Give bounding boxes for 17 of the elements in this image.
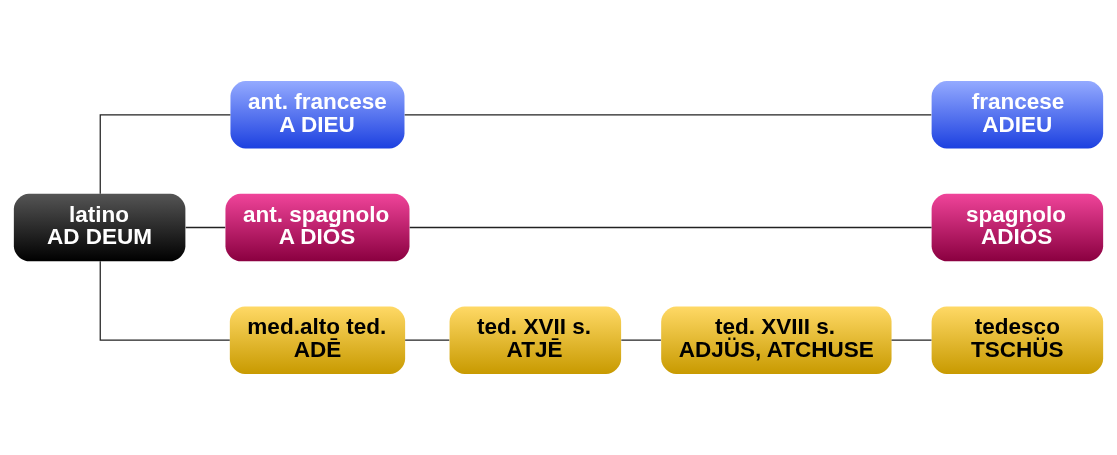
node-box: med.alto ted. ADĒ bbox=[229, 306, 406, 374]
connector bbox=[890, 339, 933, 341]
node-box: ant. francese A DIEU bbox=[230, 81, 405, 149]
node-box: ted. XVIII s. ADJÜS, ATCHUSE bbox=[661, 306, 892, 374]
node-box: spagnolo ADIÓS bbox=[931, 193, 1104, 262]
node-box: francese ADIEU bbox=[931, 81, 1104, 149]
node-box: latino AD DEUM bbox=[13, 193, 186, 262]
connector bbox=[404, 339, 450, 341]
connector bbox=[620, 339, 662, 341]
node-box: tedesco TSCHÜS bbox=[931, 306, 1104, 374]
connector bbox=[99, 114, 231, 195]
connector bbox=[99, 260, 231, 341]
node-box: ant. spagnolo A DIÓS bbox=[225, 193, 410, 262]
connector bbox=[185, 226, 226, 229]
connector bbox=[404, 114, 932, 116]
connector bbox=[409, 226, 933, 229]
node-box: ted. XVII s. ATJĒ bbox=[449, 306, 622, 374]
